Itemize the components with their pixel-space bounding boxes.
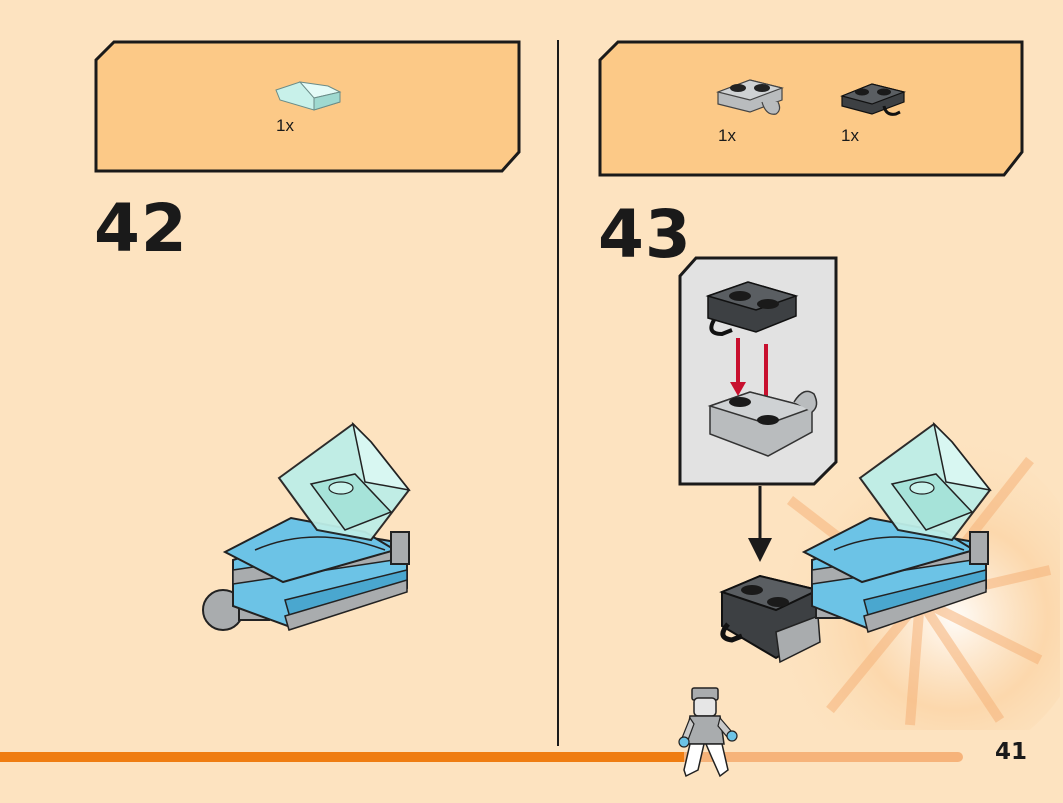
step-43-parts-callout [598, 40, 1024, 177]
part-qty: 1x [718, 126, 736, 145]
part-qty: 1x [276, 116, 294, 135]
step-43-model-illustration [719, 421, 1060, 730]
light-gray-plate-with-clip-icon [715, 79, 785, 115]
dark-gray-plate-with-clip-icon [840, 83, 907, 116]
trans-blue-curved-slope-icon [275, 81, 342, 111]
progress-bar-fill [0, 752, 684, 762]
step-43-subassembly-box [678, 256, 838, 486]
part-qty: 1x [841, 126, 859, 145]
step-42-model-illustration [202, 421, 411, 631]
column-divider [557, 40, 559, 746]
step-number: 43 [598, 196, 692, 273]
minifigure-progress-marker-icon [678, 687, 738, 778]
page-number: 41 [995, 739, 1028, 765]
step-number: 42 [94, 190, 188, 267]
